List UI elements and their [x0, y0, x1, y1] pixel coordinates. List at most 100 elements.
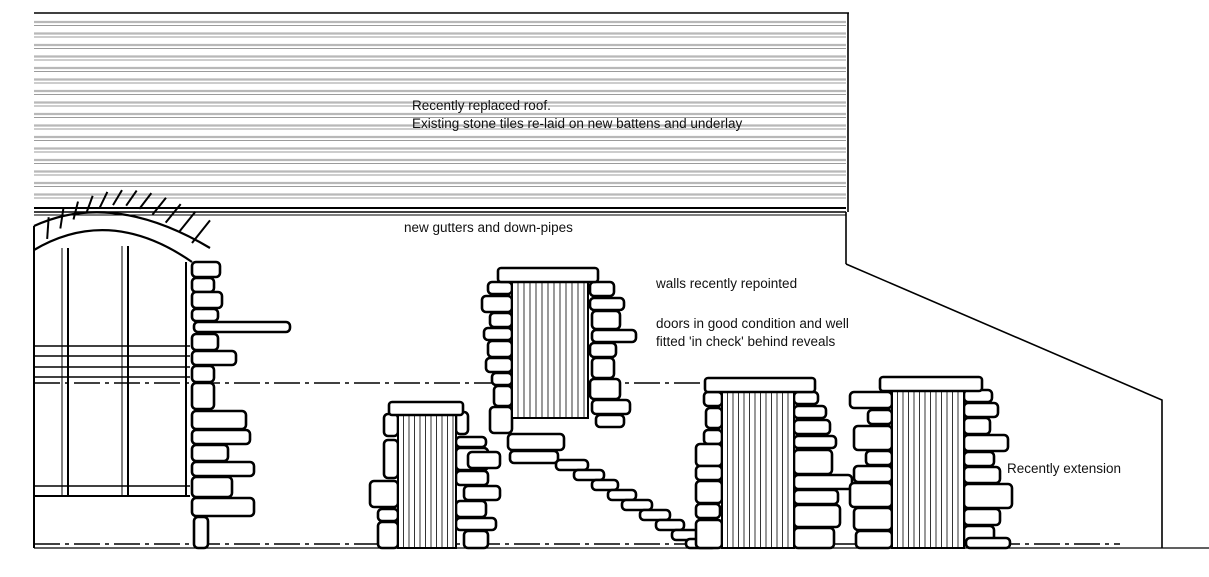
voussoir	[85, 195, 94, 213]
stone-block	[376, 507, 400, 523]
stone-block	[848, 390, 894, 410]
voussoir	[151, 197, 167, 216]
stone-block	[792, 448, 834, 476]
voussoir	[164, 203, 182, 224]
stone-block	[588, 280, 616, 298]
roof	[34, 12, 849, 216]
stone-block	[554, 458, 590, 472]
voussoir	[112, 189, 123, 206]
note-roof-line1: Recently replaced roof.	[412, 98, 551, 113]
roof-tile-courses	[34, 20, 846, 199]
stone-block	[590, 478, 620, 492]
stone-block	[594, 413, 626, 429]
voussoir	[178, 211, 197, 233]
stone-block	[590, 328, 638, 344]
stone-block	[486, 339, 514, 359]
stone-block	[482, 326, 514, 342]
stone-block	[588, 341, 618, 359]
stone-block	[792, 473, 854, 491]
stone-block	[588, 377, 622, 401]
door-upper	[496, 266, 600, 419]
stone-block	[462, 529, 490, 550]
note-roof-line2: Existing stone tiles re-laid on new batt…	[412, 116, 742, 131]
voussoir	[125, 189, 138, 207]
stone-block	[606, 488, 638, 502]
note-doors-line2: fitted 'in check' behind reveals	[656, 334, 836, 349]
stone-block	[192, 320, 292, 334]
stone-block	[454, 469, 490, 487]
stone-block	[962, 450, 996, 468]
stone-block	[486, 280, 514, 296]
stone-block	[190, 260, 222, 279]
voussoir	[72, 201, 79, 220]
stone-block	[480, 294, 514, 314]
stone-block	[620, 498, 654, 512]
stone-block	[190, 381, 216, 411]
stone-block	[466, 450, 502, 470]
stone-block	[694, 502, 722, 520]
stone-block	[488, 405, 514, 435]
stone-block	[792, 404, 828, 420]
stone-block	[962, 433, 1010, 453]
stone-block	[572, 468, 606, 482]
stone-block	[962, 482, 1014, 510]
stone-block	[638, 508, 672, 522]
stone-block	[382, 412, 400, 438]
stone-block	[190, 307, 220, 323]
door-center	[703, 376, 817, 549]
stone-block	[192, 515, 210, 550]
stone-block	[454, 435, 488, 449]
stone-block	[590, 309, 622, 331]
door-small-left	[387, 400, 465, 549]
stone-block	[190, 428, 252, 446]
stone-block	[190, 443, 230, 463]
stone-block	[962, 416, 992, 436]
stone-block	[792, 503, 842, 529]
stone-block	[484, 356, 514, 374]
stone-block	[854, 529, 894, 550]
stone-block	[792, 434, 838, 450]
stone-block	[852, 506, 894, 532]
door-right	[878, 375, 984, 549]
stone-block	[962, 465, 1002, 485]
stone-block	[852, 464, 894, 484]
stone-block	[454, 499, 488, 519]
stone-block	[368, 479, 400, 509]
stone-block	[190, 349, 238, 367]
note-extension: Recently extension	[1007, 461, 1121, 476]
stone-block	[382, 438, 400, 480]
stone-quoins	[190, 260, 1014, 550]
stone-block	[588, 296, 626, 312]
arch-voussoirs	[33, 189, 211, 250]
voussoir	[59, 208, 65, 229]
stone-block	[508, 449, 560, 465]
stone-block	[694, 442, 724, 468]
stone-block	[590, 356, 616, 380]
stone-block	[964, 536, 1012, 550]
stone-block	[962, 401, 1000, 419]
stone-block	[376, 520, 400, 550]
note-doors-line1: doors in good condition and well	[656, 316, 849, 331]
stone-block	[490, 371, 514, 387]
stone-block	[792, 488, 840, 506]
stone-block	[190, 409, 248, 431]
stone-block	[864, 449, 894, 467]
stone-block	[506, 432, 566, 452]
stone-block	[488, 311, 514, 329]
stone-block	[492, 384, 514, 408]
stone-block	[792, 390, 820, 406]
stone-block	[190, 496, 256, 518]
voussoir	[98, 191, 109, 208]
stone-block	[190, 276, 216, 294]
voussoir	[138, 192, 153, 210]
note-walls: walls recently repointed	[655, 276, 797, 291]
arched-window	[33, 189, 211, 548]
stone-block	[792, 418, 832, 436]
stone-block	[190, 460, 256, 478]
stone-block	[454, 516, 498, 532]
stone-block	[694, 518, 724, 550]
stone-block	[694, 479, 724, 505]
stone-block	[190, 332, 220, 352]
stone-block	[694, 464, 724, 482]
